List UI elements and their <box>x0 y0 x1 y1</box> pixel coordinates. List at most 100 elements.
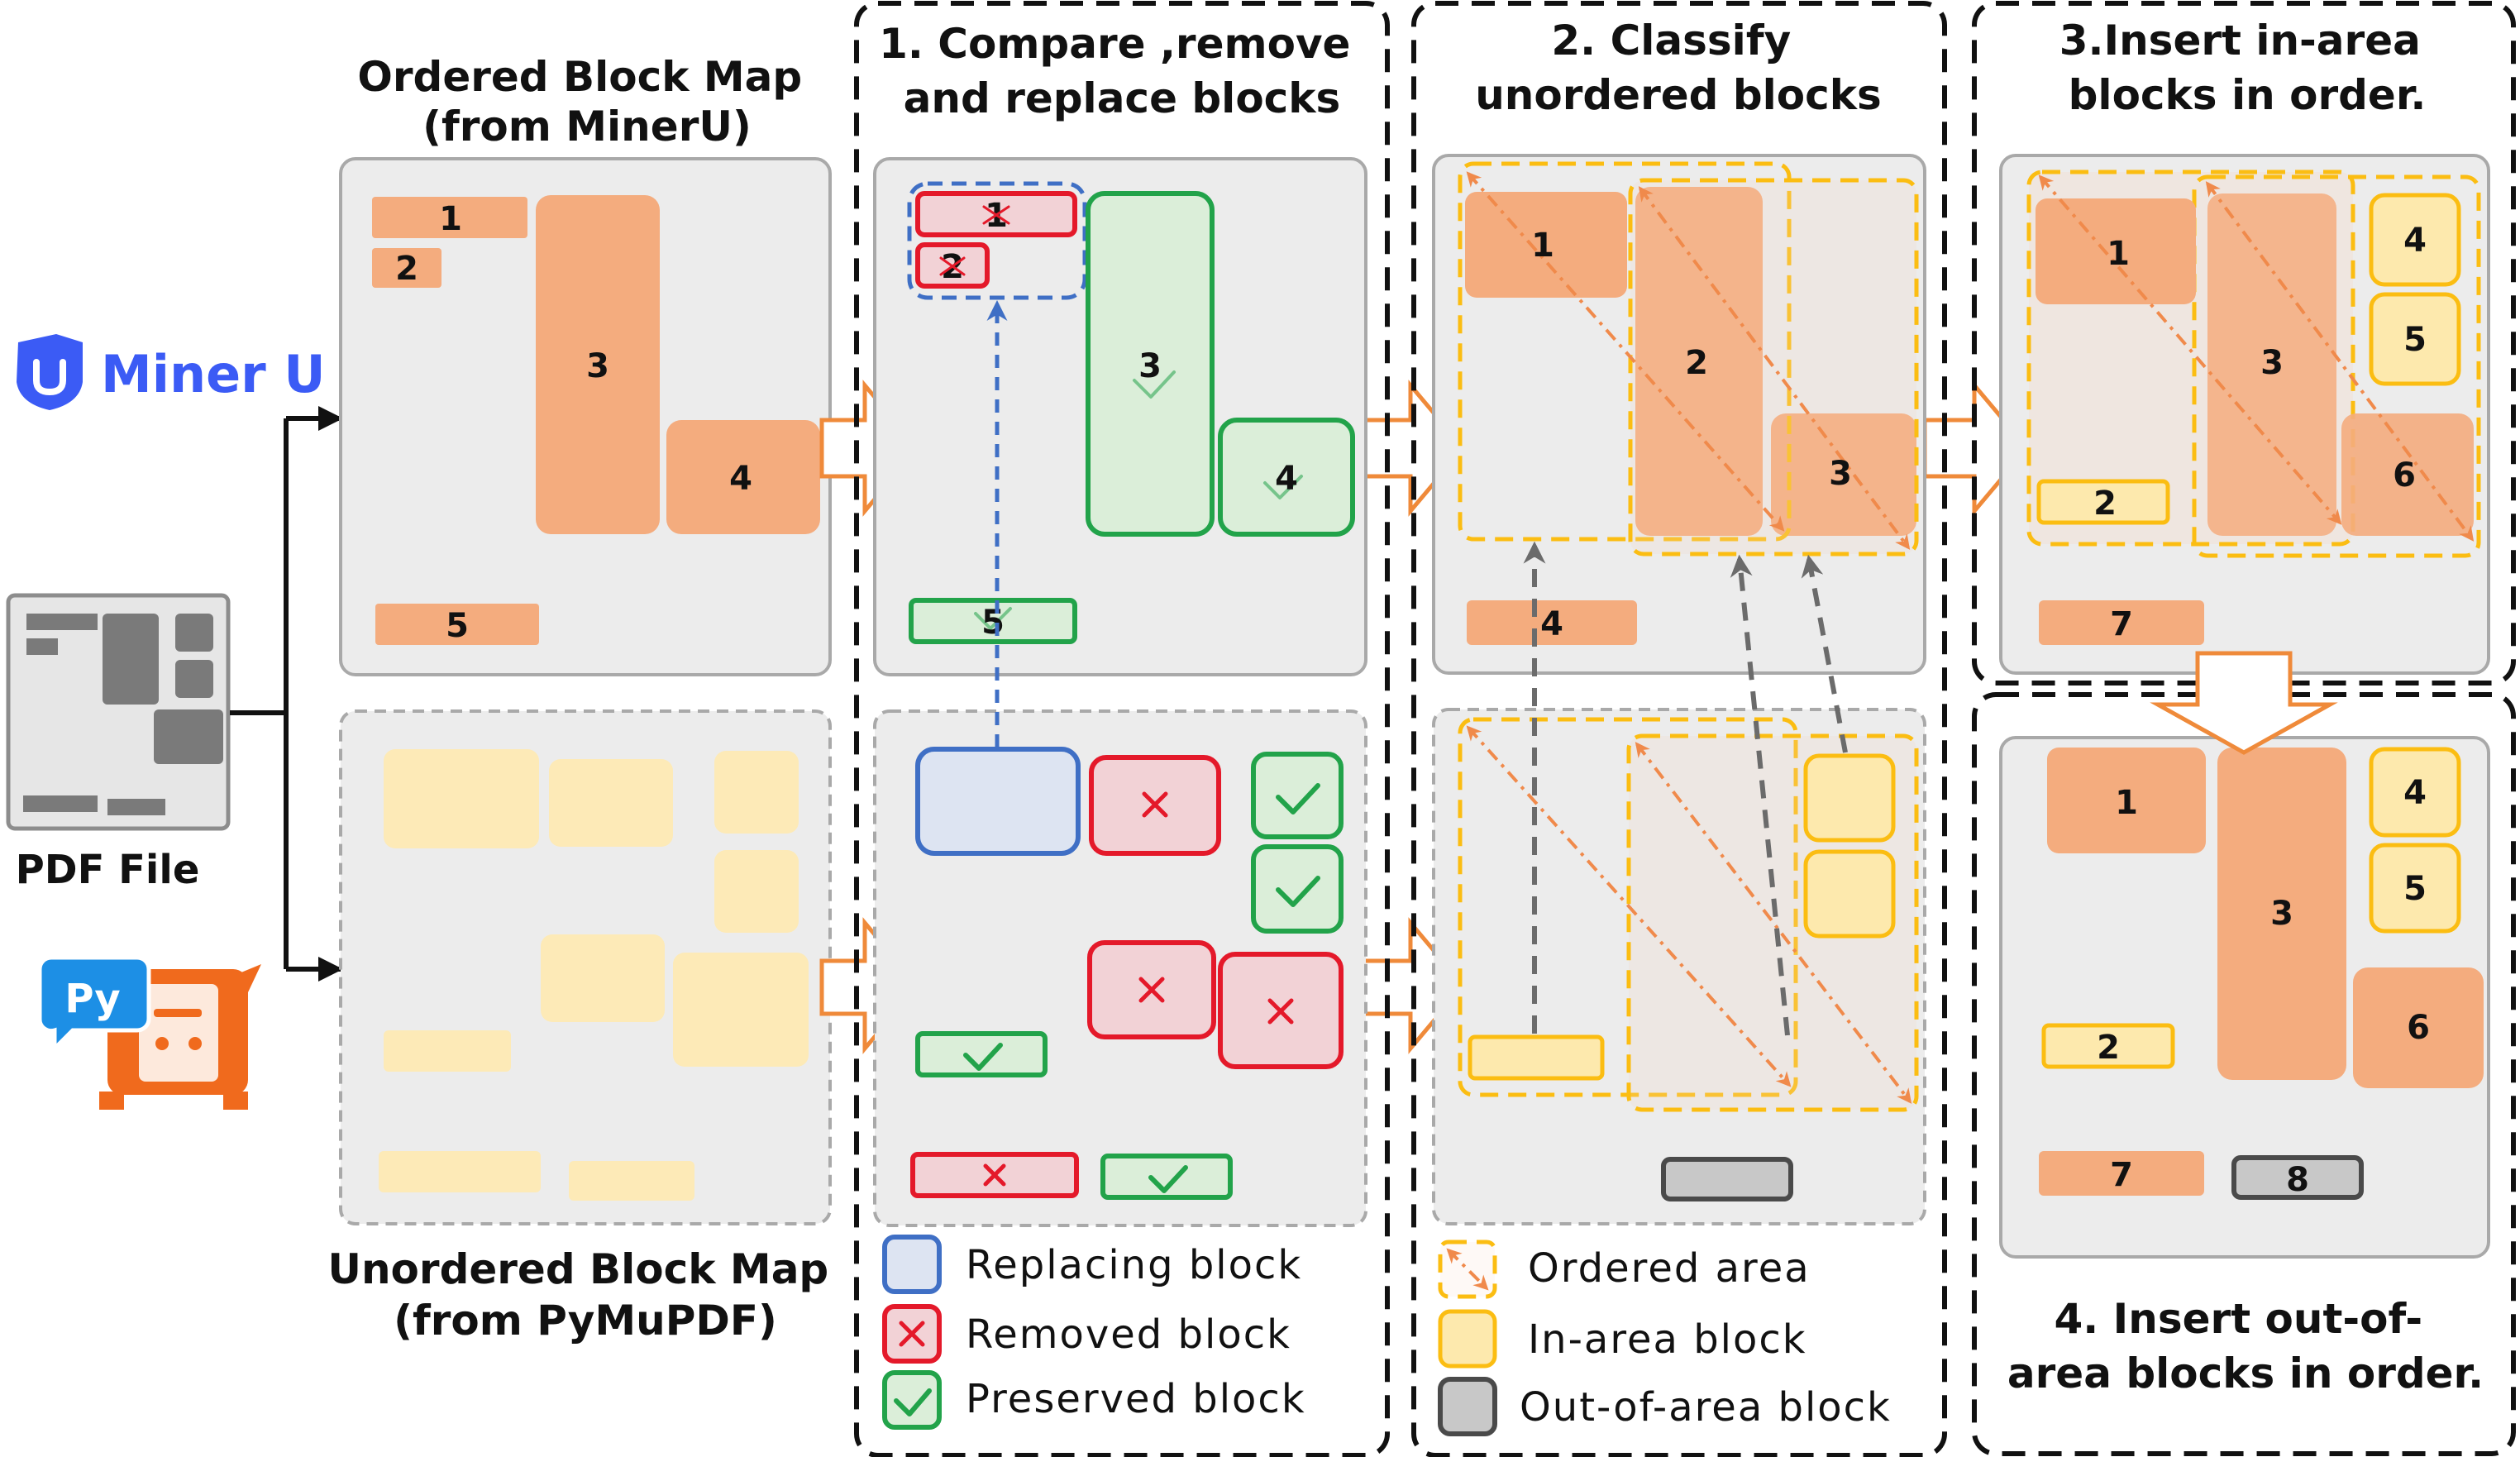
removed-block <box>1087 940 1216 1039</box>
step4-block-8 <box>2231 1155 2364 1200</box>
unordered-block <box>549 759 673 847</box>
in-area-block-icon <box>1438 1309 1497 1369</box>
step3-num-5: 5 <box>2403 321 2427 359</box>
unordered-block-map <box>339 709 832 1225</box>
unordered-block <box>714 850 799 933</box>
mineru-logo-text: Miner U <box>101 344 326 404</box>
step3-num-3: 3 <box>2260 344 2284 382</box>
step4-block-3 <box>2217 748 2346 1080</box>
step1-block-5 <box>909 598 1077 644</box>
ordered-block-map: 1 2 3 4 5 <box>339 157 832 676</box>
pdf-page-icon <box>6 593 231 831</box>
replace-target-group <box>907 181 1087 300</box>
step1-num-3: 3 <box>1138 347 1162 385</box>
step4-num-7: 7 <box>2110 1156 2133 1194</box>
ordered-num-1: 1 <box>439 200 462 238</box>
mineru-shield-icon <box>17 334 83 410</box>
removed-block <box>1089 755 1221 856</box>
replacing-block <box>915 747 1081 856</box>
step4-num-5: 5 <box>2403 870 2427 908</box>
pymupdf-logo: Py <box>37 955 261 1110</box>
out-of-area-block <box>1661 1157 1793 1201</box>
out-of-area-block-icon <box>1438 1377 1497 1436</box>
step2-block-4 <box>1467 600 1637 645</box>
step3-num-6: 6 <box>2393 456 2416 494</box>
pymupdf-logo-text: Py <box>64 976 120 1022</box>
step4-block-1 <box>2047 748 2206 853</box>
step2-num-4: 4 <box>1540 605 1563 643</box>
flow-arrow-step3-step4-top <box>2150 651 2338 755</box>
preserved-block <box>1100 1154 1233 1200</box>
in-area-block <box>1803 753 1896 843</box>
step2-num-2: 2 <box>1685 344 1708 382</box>
legend-out-of-area-label: Out-of-area block <box>1520 1384 1892 1431</box>
step4-num-1: 1 <box>2115 784 2138 822</box>
step4-block-4 <box>2369 747 2461 838</box>
step2-unordered-panel <box>1432 541 1926 1225</box>
ordered-area <box>1458 161 1792 542</box>
step4-num-2: 2 <box>2097 1029 2120 1067</box>
step2-ordered-panel: 1 2 3 4 <box>1432 154 1926 675</box>
mineru-logo: Miner U <box>17 334 326 410</box>
step1-num-4: 4 <box>1275 460 1298 498</box>
removed-icon <box>939 256 966 276</box>
ordered-area-icon <box>1438 1240 1497 1299</box>
unordered-block <box>384 1030 511 1072</box>
step1-num-5: 5 <box>981 604 1005 642</box>
removed-block-icon <box>882 1304 942 1364</box>
step4-block-7 <box>2039 1151 2204 1196</box>
unordered-block <box>569 1161 694 1201</box>
step4-panel: 1 2 3 4 5 6 7 8 <box>1999 736 2490 1259</box>
legend-replacing-label: Replacing block <box>966 1242 1302 1288</box>
ordered-block-3 <box>536 195 660 534</box>
ordered-block-2 <box>372 248 441 288</box>
preserved-block-icon <box>882 1370 942 1430</box>
step4-block-2 <box>2041 1023 2175 1069</box>
step3-frame <box>1972 1 2516 686</box>
step3-block-7 <box>2039 600 2204 645</box>
step3-num-1: 1 <box>2107 235 2130 273</box>
pdf-file: PDF File <box>6 593 231 893</box>
pymupdf-cow-icon <box>37 955 261 1110</box>
unordered-block <box>541 934 665 1022</box>
preserved-icon <box>1133 370 1176 399</box>
ordered-area <box>1628 178 1919 557</box>
in-area-block <box>1468 1034 1605 1081</box>
step4-num-8: 8 <box>2286 1161 2309 1199</box>
ordered-block-5 <box>375 604 539 645</box>
step3-num-4: 4 <box>2403 222 2427 260</box>
preserved-block <box>1251 752 1344 839</box>
preserved-icon <box>1263 475 1303 499</box>
unordered-block <box>379 1151 541 1192</box>
removed-block <box>910 1152 1079 1198</box>
step4-frame <box>1972 692 2516 1456</box>
unordered-map-title: Unordered Block Map (from PyMuPDF) <box>327 1245 842 1345</box>
ordered-num-5: 5 <box>446 607 469 645</box>
step3-panel: 1 2 3 4 5 6 7 <box>1999 154 2490 675</box>
step4-block-5 <box>2369 843 2461 934</box>
legend-ordered-area-label: Ordered area <box>1528 1245 1811 1292</box>
step1-legend: Replacing block Removed block Preserved … <box>882 1235 1305 1430</box>
unordered-block <box>714 751 799 834</box>
preserved-icon <box>974 607 1012 630</box>
preserved-block <box>1251 844 1344 934</box>
step2-num-1: 1 <box>1531 227 1554 265</box>
step4-block-6 <box>2353 967 2484 1088</box>
step4-num-3: 3 <box>2270 895 2293 933</box>
step1-block-4 <box>1218 418 1355 537</box>
ordered-block-1 <box>372 197 527 238</box>
removed-icon <box>982 205 1010 225</box>
pdf-file-label: PDF File <box>16 847 200 893</box>
ordered-num-3: 3 <box>586 347 609 385</box>
step1-unordered-panel <box>873 300 1367 1227</box>
ordered-map-title: Ordered Block Map (from MinerU) <box>357 53 816 150</box>
step1-block-3 <box>1086 191 1215 537</box>
replacing-block-icon <box>882 1235 942 1294</box>
input-connector <box>230 406 343 982</box>
preserved-block <box>915 1031 1048 1077</box>
step2-legend: Ordered area In-area block Out-of-area b… <box>1438 1240 1892 1436</box>
step2-num-3: 3 <box>1829 455 1852 493</box>
step4-title: 4. Insert out-of- area blocks in order. <box>2007 1295 2484 1397</box>
step4-num-6: 6 <box>2407 1009 2430 1047</box>
